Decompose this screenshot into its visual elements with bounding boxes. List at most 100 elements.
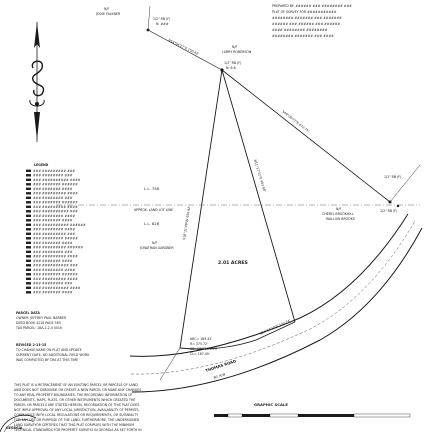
- note-line: PARCEL OR PARCELS ARE STATED HEREON. REC…: [14, 403, 139, 407]
- road-centerline: [130, 220, 416, 375]
- curve-arc: ARC= 189.32': [190, 337, 212, 341]
- north-boundary-label: N58°04'27"E 150.42': [168, 38, 200, 56]
- legend-item: ### ####### ####: [33, 187, 73, 191]
- legend-item: ### ######## ###: [33, 250, 73, 254]
- adjoiner-west-name: JONATHAN GARDNER: [139, 246, 174, 250]
- adjoiner-east-name2: WALLOW BROOKS: [326, 217, 355, 221]
- adjoiner-east-name: CHERYL BROOKHILL: [322, 212, 354, 216]
- legend-item: ### ########## ###: [33, 210, 78, 214]
- ne-tie-line: [389, 164, 421, 203]
- legend-item: ### ######### ###: [33, 169, 75, 173]
- legend-item: ### ########## ####: [33, 286, 81, 290]
- header-note-line: PREPARED BY: ###### ### ######## ###: [272, 4, 352, 8]
- corner-mark-east-lower: 1/2" RB (F): [380, 209, 397, 213]
- road-row: 80' R/W: [213, 372, 227, 380]
- legend: LEGEND ### ######### ###### ######## ###…: [26, 163, 86, 295]
- road-row-inner: [129, 213, 409, 357]
- note-line: COMPLIANCE WITH LOCAL REGULATIONS OR REQ…: [14, 413, 138, 417]
- ne-boundary: [221, 69, 391, 203]
- legend-item: ### ######## ###: [33, 174, 73, 178]
- legend-item: ### ######## #####: [33, 237, 78, 241]
- note-line: TECHNICAL STANDARDS FOR PROPERTY SURVEYS…: [13, 428, 142, 432]
- legend-symbol-icon: [26, 291, 31, 294]
- legend-symbol-icon: [26, 277, 31, 280]
- parcel-data-line: OWNER: JEFFREY PAUL BARBER: [16, 316, 67, 320]
- header-note-line: #### ######## ########: [272, 28, 328, 32]
- east-boundary: [221, 69, 296, 323]
- header-note-line: ###### ### ###### ### ######: [272, 22, 340, 26]
- legend-symbol-icon: [26, 264, 31, 267]
- adjoiner-nw-label: N/F: [104, 7, 109, 11]
- legend-item: ### ####### ####: [33, 241, 73, 245]
- note-line: THIS PLAT IS A RETRACEMENT OF AN EXISTIN…: [13, 383, 138, 387]
- land-lot-south: L.L. 828: [144, 221, 160, 226]
- legend-item: ### ######### ####: [33, 255, 78, 259]
- legend-item: ### ######### ####: [33, 205, 78, 209]
- curve-data-block: ARC= 189.32' R= 375.72' CB=S69°09'13"E C…: [190, 337, 217, 356]
- legend-item: ### ######## ###: [33, 282, 73, 286]
- legend-symbol-icon: [26, 246, 31, 249]
- legend-symbol-icon: [26, 210, 31, 213]
- south-boundary: [255, 321, 296, 341]
- legend-item: ### ####### ####: [33, 219, 73, 223]
- legend-item: ### ########## ###: [33, 264, 78, 268]
- land-lot-north: L.L. 758: [144, 186, 160, 191]
- legend-title: LEGEND: [34, 163, 49, 167]
- adjoiner-east-label: N/F: [336, 207, 341, 211]
- header-note-line: ######## ####### ### #######: [272, 16, 342, 20]
- seal-text: GEORGIA: [6, 426, 23, 430]
- curve-boundary: [179, 339, 257, 350]
- legend-symbol-icon: [26, 259, 31, 262]
- adjoiner-nw-name: JESSE FALKNER: [95, 12, 121, 16]
- north-boundary: [147, 29, 223, 71]
- legend-item: ### ######## ####: [33, 214, 75, 218]
- road-row-outer: [131, 227, 423, 393]
- surveyor-seal-icon: GEORGIA: [0, 414, 37, 432]
- legend-item: ### ####### ######: [33, 201, 78, 205]
- legend-item: ### ####### ######: [33, 183, 78, 187]
- parcel-data-title: PARCEL DATA: [16, 311, 40, 315]
- adjoiner-west-label: N/F: [152, 241, 157, 245]
- legend-item: ### ####### ####: [33, 291, 73, 295]
- west-boundary: [179, 69, 223, 349]
- note-line: LAND SURVEYOR CERTIFIES THAT THIS PLAT C…: [14, 423, 134, 427]
- legend-item: ### ######### ####: [33, 192, 78, 196]
- corner-mark-east-upper: 1/2" RB (F): [384, 175, 401, 179]
- legend-item: ### ######## ###: [33, 196, 73, 200]
- legend-symbol-icon: [26, 237, 31, 240]
- corner-mark-top-sub: N: 6-6: [226, 66, 236, 70]
- legend-item: ### ######### ######: [33, 246, 83, 250]
- legend-symbol-icon: [26, 273, 31, 276]
- legend-symbol-icon: [26, 169, 31, 172]
- graphic-scale-title: GRAPHIC SCALE: [254, 402, 288, 407]
- legend-item: ### ########## ####: [33, 178, 81, 182]
- legend-symbol-icon: [26, 255, 31, 258]
- road-name: THOMAS ROAD: [205, 358, 237, 373]
- legend-symbol-icon: [26, 228, 31, 231]
- revisions-line: TO CHANGE NAME ON PLAT AND UPDATE: [15, 348, 82, 352]
- legend-symbol-icon: [26, 223, 31, 226]
- legend-item: ### ######## ####: [33, 228, 75, 232]
- nw-tie-line: [147, 5, 151, 31]
- legend-symbol-icon: [26, 196, 31, 199]
- legend-item: ### ######### ###: [33, 232, 75, 236]
- legend-symbol-icon: [26, 286, 31, 289]
- legend-symbol-icon: [26, 250, 31, 253]
- corner-pin-icon: [146, 28, 150, 32]
- curve-chord-bearing: CB=S69°09'13"E: [190, 347, 217, 351]
- note-line: AND DOES NOT SUBDIVIDE OR CREATE A NEW P…: [14, 388, 141, 392]
- legend-symbol-icon: [26, 183, 31, 186]
- road-tie-line: [159, 347, 181, 381]
- legend-symbol-icon: [26, 187, 31, 190]
- curve-radius: R= 375.72': [190, 342, 208, 346]
- legend-symbol-icon: [26, 282, 31, 285]
- legend-item: ### ####### ######: [33, 273, 78, 277]
- parcel-data-line: DEED BOOK 4218 PAGE 563: [16, 321, 61, 325]
- header-note-line: ######## ####### ### ####: [272, 34, 334, 38]
- parcel-data-line: TAX PARCEL: 18A-1-2-4 0016: [15, 326, 62, 330]
- legend-item: ### ####### ####: [33, 259, 73, 263]
- corner-mark-top: 1/2" RB (F): [224, 61, 241, 65]
- west-boundary-label: S16°31'49"W 450.92': [182, 206, 191, 241]
- legend-item: ### ######### ####: [33, 277, 78, 281]
